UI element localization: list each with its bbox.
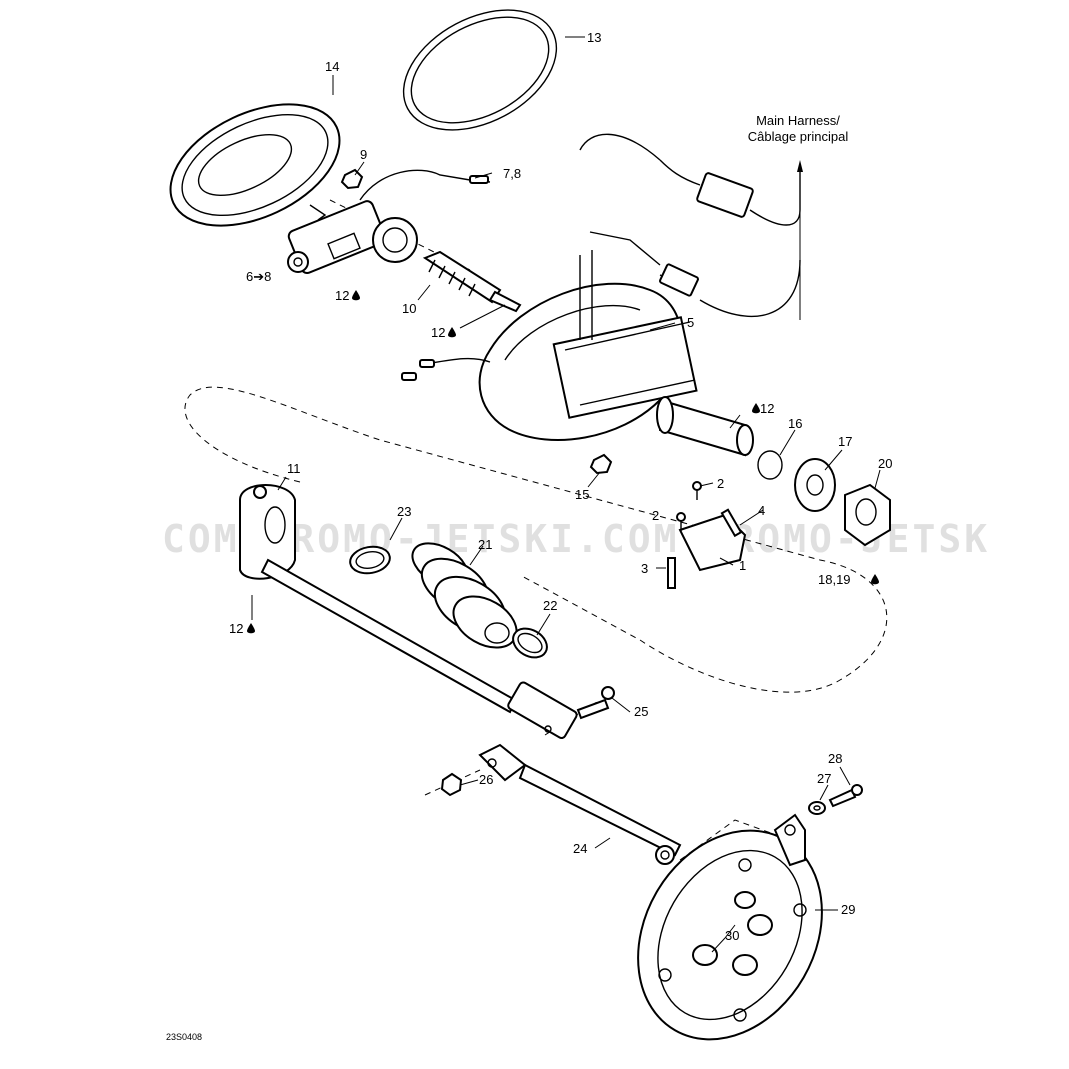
cover-14 <box>169 103 341 227</box>
callout-13: 13 <box>587 30 601 45</box>
callout-12-tube: 12 <box>229 621 243 636</box>
linkage-rod-24 <box>478 743 682 865</box>
callout-27: 27 <box>817 771 831 786</box>
bushing-30 <box>692 891 773 976</box>
nut-20 <box>844 483 891 547</box>
washer-27 <box>808 801 826 815</box>
callout-21: 21 <box>478 537 492 552</box>
drop-icon <box>871 574 879 585</box>
screw-2b <box>676 512 686 531</box>
boot-21 <box>411 542 518 649</box>
motor-6-8 <box>287 169 491 274</box>
callout-1: 1 <box>739 558 746 573</box>
bolt-28 <box>828 784 863 808</box>
callout-22: 22 <box>543 598 557 613</box>
main-harness <box>401 133 801 381</box>
housing-5 <box>478 231 698 441</box>
clamp-23 <box>349 545 391 575</box>
drop-icon <box>247 623 255 634</box>
callout-26: 26 <box>479 772 493 787</box>
callout-14: 14 <box>325 59 339 74</box>
callout-6-8: 6➔8 <box>246 269 271 284</box>
pin-25 <box>576 686 615 720</box>
callout-15: 15 <box>575 487 589 502</box>
clip-3 <box>667 557 676 589</box>
output-shaft <box>656 396 754 457</box>
callout-30: 30 <box>725 928 739 943</box>
leader-lines <box>251 36 881 953</box>
callout-20: 20 <box>878 456 892 471</box>
drop-icon <box>352 290 360 301</box>
callout-2a: 2 <box>717 476 724 491</box>
callout-10: 10 <box>402 301 416 316</box>
steering-tube-11 <box>239 484 578 740</box>
callout-25: 25 <box>634 704 648 719</box>
clip-4 <box>720 508 743 538</box>
clamp-22 <box>512 627 548 659</box>
harness-label-line2: Câblage principal <box>748 129 849 144</box>
callout-2b: 2 <box>652 508 659 523</box>
callout-24: 24 <box>573 841 587 856</box>
seal-ring-13 <box>402 9 558 131</box>
callout-4: 4 <box>758 503 765 518</box>
nut-15 <box>589 453 613 475</box>
callout-23: 23 <box>397 504 411 519</box>
callout-3: 3 <box>641 561 648 576</box>
callout-12-motor: 12 <box>335 288 349 303</box>
callout-9: 9 <box>360 147 367 162</box>
harness-label-line1: Main Harness/ <box>756 113 840 128</box>
drop-icon <box>752 403 760 414</box>
washer-17 <box>794 458 836 512</box>
nut-26 <box>440 772 463 797</box>
callout-18-19: 18,19 <box>818 572 851 587</box>
callout-11: 11 <box>287 461 301 476</box>
assembly-dashed-loop <box>184 386 888 693</box>
callout-29: 29 <box>841 902 855 917</box>
callout-7-8: 7,8 <box>503 166 521 181</box>
callout-17: 17 <box>838 434 852 449</box>
worm-gear-10 <box>422 250 522 313</box>
callout-16: 16 <box>788 416 802 431</box>
callout-28: 28 <box>828 751 842 766</box>
ring-bracket-29 <box>637 813 823 1041</box>
callout-5: 5 <box>687 315 694 330</box>
nut-9 <box>340 168 364 190</box>
drop-icon <box>448 327 456 338</box>
callout-12-shaft: 12 <box>760 401 774 416</box>
callout-12-screw: 12 <box>431 325 445 340</box>
screw-2a <box>692 481 702 500</box>
drawing-code: 23S0408 <box>166 1032 202 1042</box>
o-ring-16 <box>757 450 783 480</box>
